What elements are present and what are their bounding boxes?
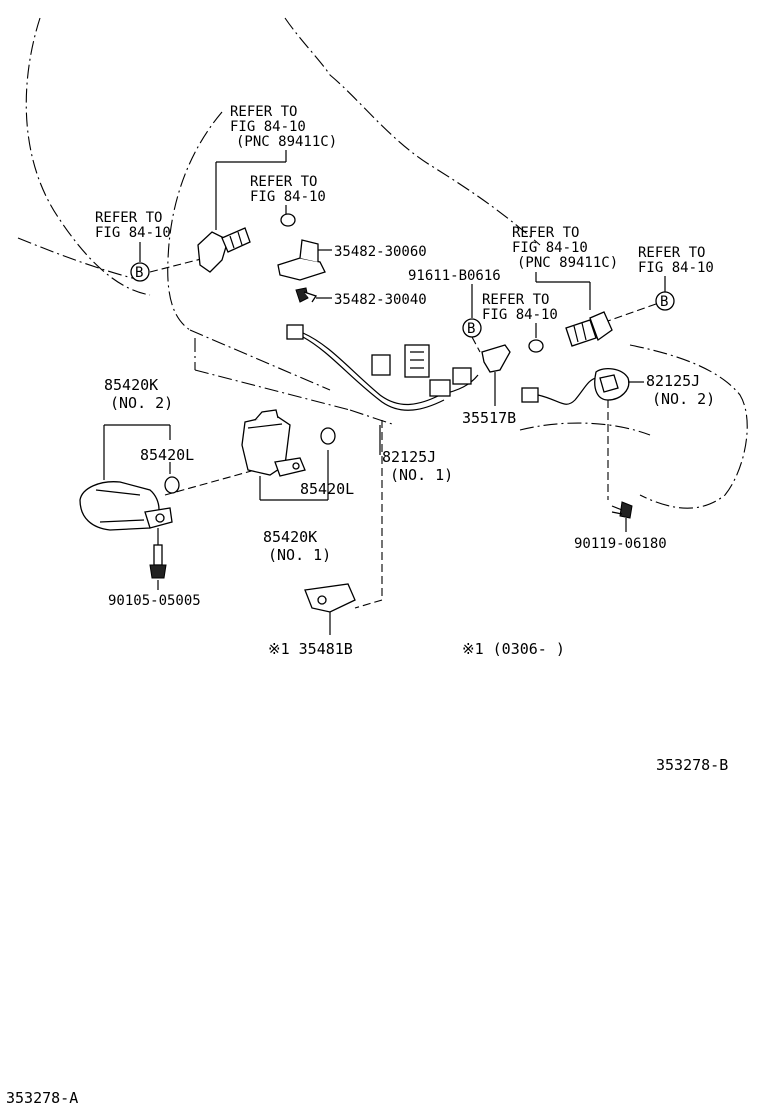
speed-sensor-left-part bbox=[197, 227, 251, 273]
refer-label-pnc-right-line1: REFER TO bbox=[512, 225, 579, 241]
refer-label-far-right-line2: FIG 84-10 bbox=[638, 260, 714, 276]
o-ring-left bbox=[164, 476, 180, 494]
harness-82125j-no2-part bbox=[521, 367, 630, 405]
refer-label-left-line1: REFER TO bbox=[95, 210, 162, 226]
harness-connector-b bbox=[371, 354, 391, 376]
bracket-35517b-part bbox=[481, 344, 511, 373]
part-label-82125j-no1-line1: 82125J bbox=[382, 448, 436, 466]
part-label-35481b: ※1 35481B bbox=[268, 640, 353, 658]
harness-connector-c bbox=[404, 344, 430, 378]
o-ring-upper bbox=[280, 213, 296, 227]
part-label-85420k-no2-line1: 85420K bbox=[104, 376, 158, 394]
harness-connector-e bbox=[452, 367, 472, 385]
part-label-90105-05005: 90105-05005 bbox=[108, 593, 201, 609]
refer-label-pnc-left-line3: (PNC 89411C) bbox=[236, 134, 337, 150]
part-label-85420k-no1-line2: (NO. 1) bbox=[268, 546, 331, 564]
part-label-85420k-no1-line1: 85420K bbox=[263, 528, 317, 546]
harness-connector-a bbox=[286, 324, 304, 340]
part-label-82125j-no2-line2: (NO. 2) bbox=[652, 390, 715, 408]
part-label-85420l-left: 85420L bbox=[140, 446, 194, 464]
b-marker-left-label: B bbox=[135, 265, 143, 281]
o-ring-right bbox=[528, 339, 544, 353]
part-label-90119-06180: 90119-06180 bbox=[574, 536, 667, 552]
figure-code-a: 353278-A bbox=[6, 1089, 78, 1107]
part-label-85420k-no2-line2: (NO. 2) bbox=[110, 394, 173, 412]
solenoid-85420k-no1-part bbox=[241, 409, 306, 477]
part-label-85420l-mid: 85420L bbox=[300, 480, 354, 498]
bracket-35482-30060-part bbox=[277, 239, 326, 281]
harness-no2-connector-a bbox=[521, 387, 539, 403]
refer-label-mid-line2: FIG 84-10 bbox=[250, 189, 326, 205]
bolt-90119-06180-part bbox=[611, 501, 633, 519]
refer-label-pnc-left-line1: REFER TO bbox=[230, 104, 297, 120]
refer-label-mid-line1: REFER TO bbox=[250, 174, 317, 190]
refer-label-pnc-right-line2: FIG 84-10 bbox=[512, 240, 588, 256]
refer-label-pnc-left-line2: FIG 84-10 bbox=[230, 119, 306, 135]
part-label-82125j-no1-line2: (NO. 1) bbox=[390, 466, 453, 484]
part-label-91611-b0616: 91611-B0616 bbox=[408, 268, 501, 284]
refer-label-left-line2: FIG 84-10 bbox=[95, 225, 171, 241]
vehicle-outline-lines bbox=[17, 17, 748, 509]
part-label-35482-30040: 35482-30040 bbox=[334, 292, 427, 308]
bolt-90105-05005-part bbox=[149, 544, 167, 579]
clip-35482-30040-part bbox=[295, 287, 318, 303]
footnote-1: ※1 (0306- ) bbox=[462, 640, 565, 658]
speed-sensor-right-part bbox=[565, 311, 613, 347]
wire-harness-part bbox=[286, 324, 479, 411]
part-label-35517b: 35517B bbox=[462, 409, 516, 427]
b-marker-left bbox=[130, 262, 150, 282]
refer-label-pnc-right-line3: (PNC 89411C) bbox=[517, 255, 618, 271]
bracket-35481b-part bbox=[304, 583, 356, 613]
b-marker-right bbox=[655, 291, 675, 311]
refer-label-right-mid-line1: REFER TO bbox=[482, 292, 549, 308]
harness-connector-d bbox=[429, 379, 451, 397]
b-marker-right-label: B bbox=[660, 294, 668, 310]
part-label-35482-30060: 35482-30060 bbox=[334, 244, 427, 260]
solenoid-85420k-no2-part bbox=[79, 481, 173, 531]
refer-label-right-mid-line2: FIG 84-10 bbox=[482, 307, 558, 323]
b-marker-center-label: B bbox=[467, 321, 475, 337]
o-ring-mid bbox=[320, 427, 336, 445]
figure-code-b: 353278-B bbox=[656, 756, 728, 774]
refer-label-far-right-line1: REFER TO bbox=[638, 245, 705, 261]
part-label-82125j-no2-line1: 82125J bbox=[646, 372, 700, 390]
